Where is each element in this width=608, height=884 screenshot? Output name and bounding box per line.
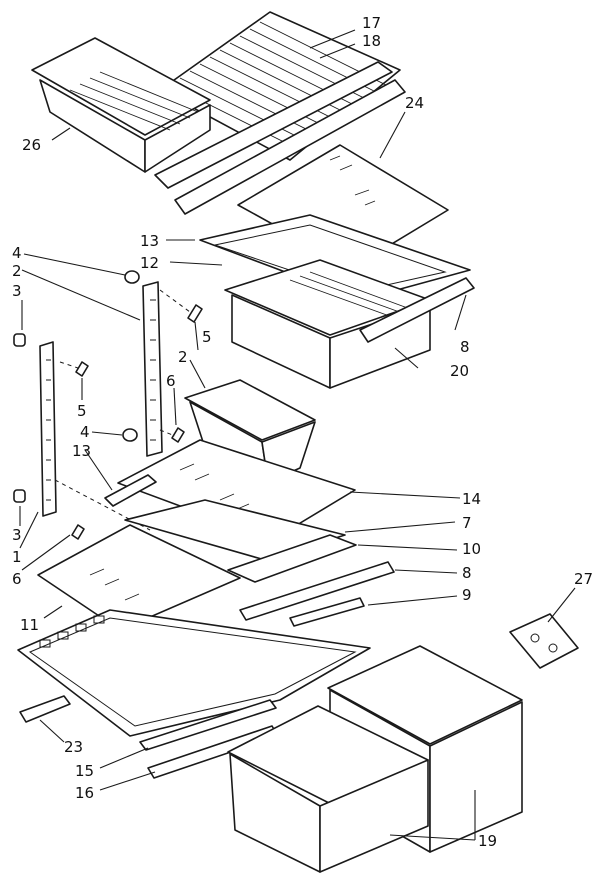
callout-8-lower: 8 [462, 564, 472, 582]
callout-4-upper: 4 [12, 244, 22, 262]
screw-5-upper [187, 304, 203, 323]
glass-shelf-lower[interactable] [37, 524, 241, 631]
shelf-ladder-left [39, 341, 57, 517]
callout-3-lower: 3 [12, 526, 22, 544]
callout-12: 12 [140, 254, 159, 272]
shelf-rail-9 [289, 597, 365, 627]
callout-3-upper: 3 [12, 282, 22, 300]
callout-5-lower: 5 [77, 402, 87, 420]
callout-6-upper: 6 [166, 372, 176, 390]
crisper-drawer-left[interactable] [227, 705, 429, 873]
callout-27: 27 [574, 570, 593, 588]
callout-14: 14 [462, 490, 481, 508]
callout-15: 15 [75, 762, 94, 780]
callout-1: 1 [12, 548, 22, 566]
wire-shelf[interactable] [159, 11, 401, 161]
drawer-slide-rail [359, 277, 475, 343]
callout-2-upper: 2 [12, 262, 22, 280]
deli-drawer[interactable] [224, 259, 431, 389]
callout-16: 16 [75, 784, 94, 802]
callout-24: 24 [405, 94, 424, 112]
screw-6-upper [171, 427, 185, 443]
shelf-frame-7 [124, 499, 346, 561]
bracket-23 [19, 695, 71, 723]
callout-26: 26 [22, 136, 41, 154]
cap-plug-4-upper [124, 270, 140, 284]
callout-9: 9 [462, 586, 472, 604]
shelf-rail-lower [174, 79, 406, 215]
small-storage-bin[interactable] [31, 37, 211, 173]
callout-23: 23 [64, 738, 83, 756]
cap-plug-4-lower [122, 428, 138, 442]
cantilever-shelf-10 [227, 534, 357, 583]
callout-19: 19 [478, 832, 497, 850]
callout-17: 17 [362, 14, 381, 32]
callout-6-lower: 6 [12, 570, 22, 588]
callout-8-upper: 8 [460, 338, 470, 356]
slide-15 [139, 699, 277, 751]
shelf-ladder-right [142, 281, 163, 457]
leader-lines [19, 29, 576, 841]
callout-13-upper: 13 [140, 232, 159, 250]
light-shield-27 [509, 613, 579, 669]
callout-13-lower: 13 [72, 442, 91, 460]
callout-11: 11 [20, 616, 39, 634]
callout-labels: 17 18 24 26 13 12 4 2 3 5 2 8 20 5 6 4 1… [12, 14, 593, 850]
end-cap-3-lower [13, 489, 26, 503]
end-cap-3-upper [13, 333, 26, 347]
callout-20: 20 [450, 362, 469, 380]
callout-18: 18 [362, 32, 381, 50]
shelf-rail-8 [239, 561, 395, 621]
screw-5-lower [75, 361, 89, 377]
callout-7: 7 [462, 514, 472, 532]
callout-2-lower: 2 [178, 348, 188, 366]
crisper-cover-housing [17, 609, 371, 737]
callout-5-upper: 5 [202, 328, 212, 346]
shelf-trim-13 [104, 474, 157, 507]
callout-10: 10 [462, 540, 481, 558]
callout-4-lower: 4 [80, 423, 90, 441]
shelf-rail-upper [154, 61, 393, 189]
screw-6-lower [71, 524, 85, 540]
